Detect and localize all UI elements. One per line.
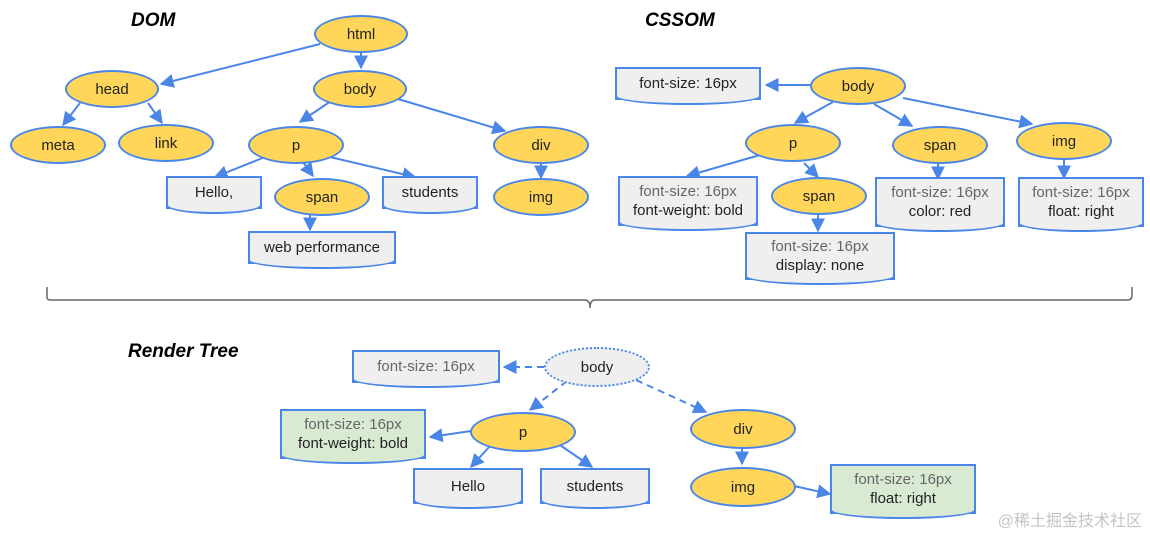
render-style-body: font-size: 16px	[352, 350, 500, 388]
cssom-node-p: p	[745, 124, 841, 162]
style-line: font-size: 16px	[1032, 184, 1130, 201]
dom-text-students: students	[382, 176, 478, 214]
edge-body-div	[397, 98, 507, 135]
edge-p-span	[299, 161, 314, 178]
edge-cp-span	[803, 162, 819, 178]
edge-head-meta	[62, 102, 81, 127]
style-line: font-size: 16px	[891, 184, 989, 201]
style-line: font-weight: bold	[297, 435, 409, 452]
style-line: font-size: 16px	[304, 416, 402, 433]
edge-cbody-span	[873, 103, 914, 127]
edge-p-students	[329, 156, 417, 181]
style-line: font-weight: bold	[632, 202, 744, 219]
style-line: font-size: 16px	[854, 471, 952, 488]
edge-rp-hello	[470, 445, 491, 469]
edge-cbody-img	[902, 97, 1034, 129]
render-text-students: students	[540, 468, 650, 509]
edge-rbody-p	[528, 380, 568, 411]
doc-text: students	[401, 184, 459, 201]
dom-node-div: div	[493, 126, 589, 164]
cssom-node-img: img	[1016, 122, 1112, 160]
dom-node-body: body	[313, 70, 407, 108]
cssom-style-p: font-size: 16px font-weight: bold	[618, 176, 758, 231]
cssom-node-span-child: span	[771, 177, 867, 215]
dom-text-webperf: web performance	[248, 231, 396, 269]
render-node-div: div	[690, 409, 796, 449]
edge-html-head	[159, 43, 321, 88]
render-text-hello: Hello	[413, 468, 523, 509]
style-line: font-size: 16px	[639, 75, 737, 92]
brace	[46, 287, 1133, 309]
edge-body-p	[298, 100, 332, 123]
dom-node-meta: meta	[10, 126, 106, 164]
edge-rbody-div	[635, 379, 708, 414]
edge-p-hello	[213, 156, 266, 179]
render-node-body: body	[544, 347, 650, 387]
dom-text-hello: Hello,	[166, 176, 262, 214]
cssom-title: CSSOM	[645, 10, 715, 31]
edge-rp-students	[556, 442, 594, 468]
render-node-p: p	[470, 412, 576, 452]
render-style-p: font-size: 16px font-weight: bold	[280, 409, 426, 464]
doc-text: Hello,	[194, 184, 234, 201]
edge-cp-style	[685, 154, 761, 180]
dom-node-span: span	[274, 178, 370, 216]
style-line: float: right	[870, 490, 936, 507]
dom-node-link: link	[118, 124, 214, 162]
style-line: font-size: 16px	[639, 183, 737, 200]
cssom-node-span: span	[892, 126, 988, 164]
doc-text: web performance	[264, 239, 380, 256]
style-line: display: none	[775, 257, 865, 274]
cssom-style-body: font-size: 16px	[615, 67, 761, 105]
style-line: float: right	[1048, 203, 1114, 220]
cssom-style-span: font-size: 16px color: red	[875, 177, 1005, 232]
dom-node-head: head	[65, 70, 159, 108]
render-node-img: img	[690, 467, 796, 507]
dom-node-html: html	[314, 15, 408, 53]
dom-title: DOM	[131, 10, 176, 31]
edge-cbody-p	[793, 101, 834, 124]
style-line: color: red	[908, 203, 972, 220]
doc-text: students	[566, 477, 624, 495]
cssom-node-body: body	[810, 67, 906, 105]
cssom-style-img: font-size: 16px float: right	[1018, 177, 1144, 232]
doc-text: Hello	[450, 477, 486, 495]
edge-rimg-style	[793, 484, 832, 499]
watermark: @稀土掘金技术社区	[997, 513, 1142, 530]
render-tree-title: Render Tree	[128, 341, 239, 362]
edge-head-link	[147, 102, 163, 125]
style-line: font-size: 16px	[377, 358, 475, 375]
dom-node-p: p	[248, 126, 344, 164]
edge-rp-style	[428, 428, 472, 443]
dom-node-img: img	[493, 178, 589, 216]
render-style-img: font-size: 16px float: right	[830, 464, 976, 519]
style-line: font-size: 16px	[771, 238, 869, 255]
cssom-style-span-child: font-size: 16px display: none	[745, 232, 895, 285]
